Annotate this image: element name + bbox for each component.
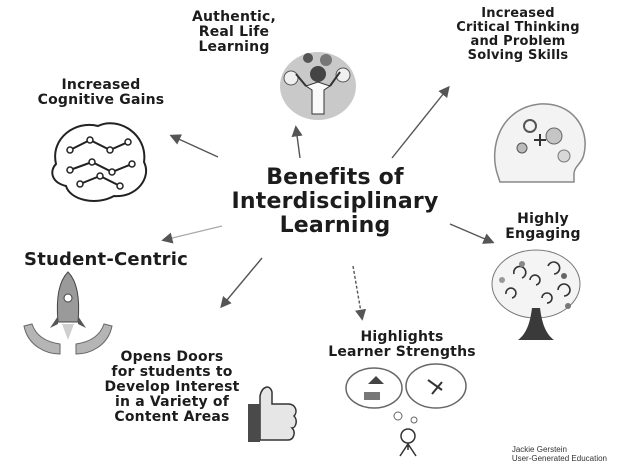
benefit-highly-engaging: Highly Engaging xyxy=(505,211,581,243)
credit-name: Jackie Gerstein xyxy=(511,445,567,455)
rocket-hands-icon xyxy=(23,271,113,355)
arrow-to-strengths xyxy=(352,265,367,321)
thought-bubbles-icon xyxy=(345,363,467,457)
author-credit: Jackie Gerstein User-Generated Education xyxy=(512,446,607,464)
central-title: Benefits of Interdisciplinary Learning xyxy=(231,165,439,238)
arrow-to-doors xyxy=(220,257,263,309)
arrow-to-authentic xyxy=(291,125,303,159)
benefit-authentic-real-life-learning: Authentic, Real Life Learning xyxy=(191,9,277,56)
credit-blog: User-Generated Education xyxy=(511,454,607,464)
swirl-tree-icon xyxy=(491,249,581,340)
arrow-to-engaging xyxy=(449,223,495,244)
benefit-student-centric: Student-Centric xyxy=(24,249,188,270)
head-gears-icon xyxy=(494,103,586,183)
brain-network-icon xyxy=(51,122,147,202)
benefit-opens-doors: Opens Doors for students to Develop Inte… xyxy=(104,349,240,426)
arrow-to-cognitive xyxy=(169,134,219,158)
benefit-cognitive-gains: Increased Cognitive Gains xyxy=(37,77,165,109)
benefit-learner-strengths: Highlights Learner Strengths xyxy=(328,329,476,361)
juggling-person-icon xyxy=(280,52,356,120)
arrow-to-student xyxy=(161,225,223,244)
arrow-to-critical xyxy=(391,85,450,159)
thumbs-up-icon xyxy=(248,386,297,442)
benefit-critical-thinking: Increased Critical Thinking and Problem … xyxy=(456,6,580,64)
